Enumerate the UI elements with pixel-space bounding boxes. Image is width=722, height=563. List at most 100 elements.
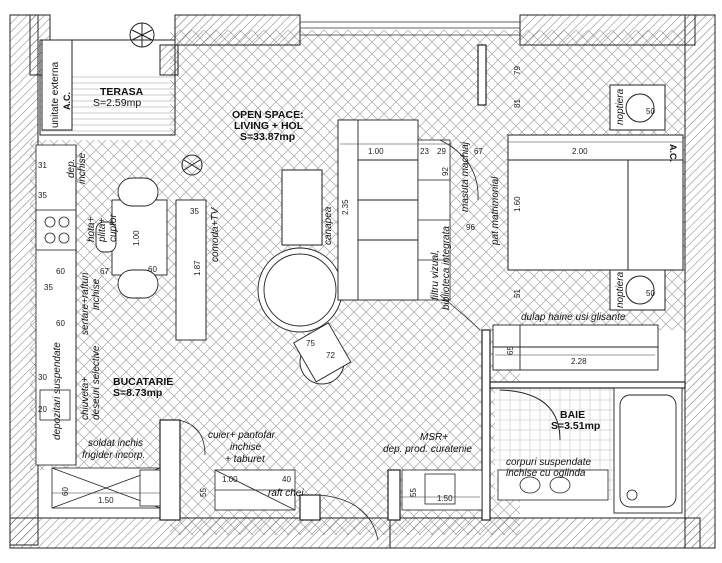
label-depozitari: depozitari suspendate	[52, 342, 63, 440]
dim-29: 29	[437, 147, 446, 156]
wardrobe	[492, 324, 659, 371]
nightstands	[609, 84, 666, 311]
dim-235: 2.35	[341, 199, 350, 215]
label-ac-right: A.C.	[668, 144, 678, 162]
baie-area: S=3.51mp	[551, 420, 601, 432]
terasa-area: S=2.59mp	[93, 97, 142, 109]
dim-sofa-100: 1.00	[368, 147, 384, 156]
coffee-table	[281, 169, 323, 246]
dim-60-left: 60	[61, 487, 70, 496]
dim-55b: 55	[409, 488, 418, 497]
dim-noptiera-50-bottom: 50	[646, 289, 655, 298]
terasa-title: TERASA	[100, 86, 144, 98]
msr-cabinet	[401, 469, 483, 511]
dim-k35b: 35	[44, 283, 53, 292]
dim-81: 81	[513, 99, 522, 108]
label-deseuri: deseuri selective	[91, 345, 102, 420]
ac-unit	[41, 39, 73, 131]
label-cuier: cuier+ pantofar	[208, 430, 275, 441]
dim-k35: 35	[38, 191, 47, 200]
label-dep-prod: dep. prod. curatenie	[383, 444, 472, 455]
windows	[300, 21, 520, 36]
label-soldat: soldat inchis	[88, 438, 144, 449]
label-sertare-inchise: inchise	[91, 278, 102, 310]
doors	[177, 294, 481, 541]
dim-table-60: 60	[148, 265, 157, 274]
dim-55: 55	[199, 488, 208, 497]
dim-noptiera-50-top: 50	[646, 107, 655, 116]
dim-160: 1.60	[513, 196, 522, 212]
dim-k60a: 60	[56, 267, 65, 276]
dim-72: 72	[326, 351, 335, 360]
label-dulap: dulap haine usi glisante	[521, 312, 626, 323]
dim-msr-150: 1.50	[437, 494, 453, 503]
dim-40: 40	[282, 475, 291, 484]
armchair	[293, 322, 352, 385]
dim-200: 2.00	[572, 147, 588, 156]
bathtub	[613, 387, 683, 514]
label-oglinda: inchise cu oglinda	[506, 468, 586, 479]
dim-96: 96	[466, 223, 475, 232]
label-unitate-ac: A.C.	[62, 92, 72, 110]
label-comoda: comoda+TV	[210, 207, 221, 262]
label-masuta: masuta machiaj	[460, 141, 471, 212]
baie-title: BAIE	[560, 409, 586, 421]
label-chiuveta: chiuveta+	[80, 376, 91, 420]
label-raft: raft chei	[268, 488, 304, 499]
kitchen-counter	[35, 144, 77, 466]
label-unitate-externa: unitate externa	[50, 61, 61, 128]
dimension-lines	[52, 141, 683, 498]
dim-79: 79	[513, 66, 522, 75]
comoda	[175, 199, 207, 341]
label-noptiera-top: noptiera	[615, 88, 626, 125]
inner-walls	[159, 44, 686, 521]
dim-table-67: 67	[100, 267, 109, 276]
dim-51: 51	[513, 289, 522, 298]
label-plita: plita+	[97, 217, 108, 242]
label-canapea: canapea	[323, 206, 334, 245]
bucatarie-title: BUCATARIE	[113, 376, 174, 388]
bed	[507, 134, 684, 271]
walls	[9, 14, 716, 549]
label-corpuri: corpuri suspendate	[506, 457, 592, 468]
openspace-area: S=33.87mp	[240, 131, 296, 143]
dim-75: 75	[306, 339, 315, 348]
dim-k30: 30	[38, 373, 47, 382]
dim-150-left: 1.50	[98, 496, 114, 505]
label-cuptor: cuptor	[108, 214, 119, 242]
dim-92: 92	[441, 167, 450, 176]
label-inchise: inchise	[77, 152, 88, 184]
label-cuier-inchise: inchise	[230, 442, 262, 453]
label-filtru: filtru vizual,	[430, 249, 441, 300]
bucatarie-area: S=8.73mp	[113, 387, 163, 399]
kitchen-bottom	[51, 467, 161, 509]
dim-65: 65	[506, 346, 515, 355]
dim-67: 67	[474, 147, 483, 156]
rug	[257, 247, 343, 333]
dim-k20: 20	[38, 405, 47, 414]
label-noptiera-bottom: noptiera	[615, 271, 626, 308]
label-taburet: + taburet	[225, 454, 265, 465]
openspace-title-2: LIVING + HOL	[234, 120, 304, 132]
dim-228: 2.28	[571, 357, 587, 366]
label-pat: pat matrimonial	[490, 176, 501, 245]
hall-cabinet	[214, 469, 296, 511]
small-plant	[181, 154, 203, 176]
dim-35: 35	[190, 207, 199, 216]
label-frigider: frigider incorp.	[82, 450, 146, 461]
dim-k60b: 60	[56, 319, 65, 328]
bath-fixtures	[497, 469, 638, 501]
label-hota: hota+	[86, 216, 97, 242]
label-biblioteca: biblioteca integrata	[441, 226, 452, 310]
dining-table	[95, 177, 168, 299]
dim-k31: 31	[38, 161, 47, 170]
dim-cuier-100: 1.00	[222, 475, 238, 484]
dim-23: 23	[420, 147, 429, 156]
openspace-title-1: OPEN SPACE:	[232, 109, 304, 121]
label-msr: MSR+	[420, 432, 449, 443]
plant	[129, 22, 155, 48]
dim-187: 1.87	[193, 260, 202, 276]
shower-door	[499, 389, 561, 441]
dim-table-100: 1.00	[132, 230, 141, 246]
